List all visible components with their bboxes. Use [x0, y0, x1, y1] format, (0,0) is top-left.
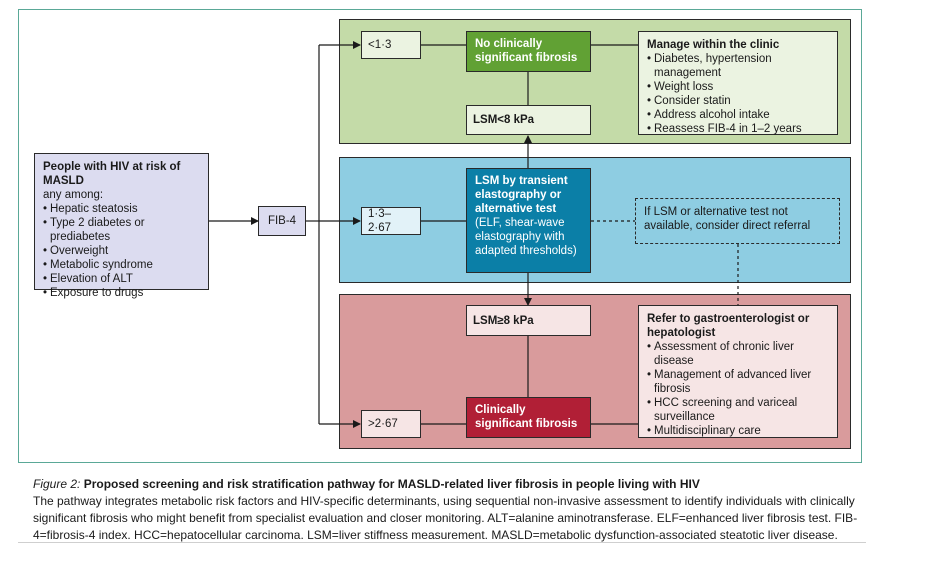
manage-item: Consider statin — [647, 94, 829, 108]
caption-heading: Figure 2: Proposed screening and risk st… — [33, 476, 893, 493]
significant-fibrosis-outcome-box: Clinically significant fibrosis — [466, 397, 591, 438]
no-fibrosis-outcome-label: No clinically significant fibrosis — [475, 38, 578, 64]
threshold-mid-box: 1·3–2·67 — [361, 207, 421, 235]
criteria-item: Elevation of ALT — [43, 272, 200, 286]
refer-item: Management of advanced liver fibrosis — [647, 368, 829, 396]
lsm-high-box: LSM≥8 kPa — [466, 305, 591, 336]
threshold-high-label: >2·67 — [368, 418, 398, 430]
manage-item: Diabetes, hypertension management — [647, 52, 829, 80]
caption-title: Proposed screening and risk stratificati… — [83, 477, 700, 491]
figure-label: Figure 2: — [33, 477, 81, 491]
refer-item: HCC screening and variceal surveillance — [647, 396, 829, 424]
start-box: People with HIV at risk of MASLD any amo… — [34, 153, 209, 300]
threshold-mid-label: 1·3–2·67 — [368, 208, 392, 234]
divider — [18, 542, 866, 543]
start-criteria-list: Hepatic steatosis Type 2 diabetes or pre… — [43, 202, 200, 300]
direct-referral-text: If LSM or alternative test not available… — [644, 206, 811, 232]
no-fibrosis-outcome-box: No clinically significant fibrosis — [466, 31, 591, 72]
criteria-item: Exposure to drugs — [43, 286, 200, 300]
criteria-item: Overweight — [43, 244, 200, 258]
figure-caption: Figure 2: Proposed screening and risk st… — [33, 476, 893, 544]
direct-referral-note: If LSM or alternative test not available… — [635, 198, 840, 244]
manage-item: Reassess FIB-4 in 1–2 years — [647, 122, 829, 136]
manage-item: Weight loss — [647, 80, 829, 94]
refer-item: Multidisciplinary care — [647, 424, 829, 438]
fib4-box: FIB-4 — [258, 206, 306, 236]
criteria-item: Metabolic syndrome — [43, 258, 200, 272]
lsm-test-title: LSM by transient elastography or alterna… — [475, 175, 568, 215]
caption-body: The pathway integrates metabolic risk fa… — [33, 494, 858, 542]
manage-item: Address alcohol intake — [647, 108, 829, 122]
refer-item: Assessment of chronic liver disease — [647, 340, 829, 368]
intermediate-risk-band — [339, 157, 851, 283]
threshold-low-label: <1·3 — [368, 39, 392, 51]
start-subtitle: any among: — [43, 189, 104, 201]
lsm-high-label: LSM≥8 kPa — [473, 314, 534, 327]
refer-specialist-box: Refer to gastroenterologist or hepatolog… — [638, 305, 838, 438]
refer-specialist-title: Refer to gastroenterologist or hepatolog… — [647, 313, 810, 339]
criteria-item: Type 2 diabetes or prediabetes — [43, 216, 200, 244]
refer-specialist-list: Assessment of chronic liver disease Mana… — [647, 340, 829, 438]
significant-fibrosis-outcome-label: Clinically significant fibrosis — [475, 404, 578, 430]
threshold-high-box: >2·67 — [361, 410, 421, 438]
threshold-low-box: <1·3 — [361, 31, 421, 59]
lsm-low-label: LSM<8 kPa — [473, 114, 535, 126]
lsm-test-detail: (ELF, shear-wave elastography with adapt… — [475, 217, 577, 257]
lsm-test-box: LSM by transient elastography or alterna… — [466, 168, 591, 273]
criteria-item: Hepatic steatosis — [43, 202, 200, 216]
manage-clinic-list: Diabetes, hypertension management Weight… — [647, 52, 829, 136]
start-title: People with HIV at risk of MASLD — [43, 161, 181, 187]
manage-clinic-box: Manage within the clinic Diabetes, hyper… — [638, 31, 838, 136]
manage-clinic-title: Manage within the clinic — [647, 39, 780, 51]
fib4-label: FIB-4 — [267, 215, 297, 227]
lsm-low-box: LSM<8 kPa — [466, 105, 591, 135]
